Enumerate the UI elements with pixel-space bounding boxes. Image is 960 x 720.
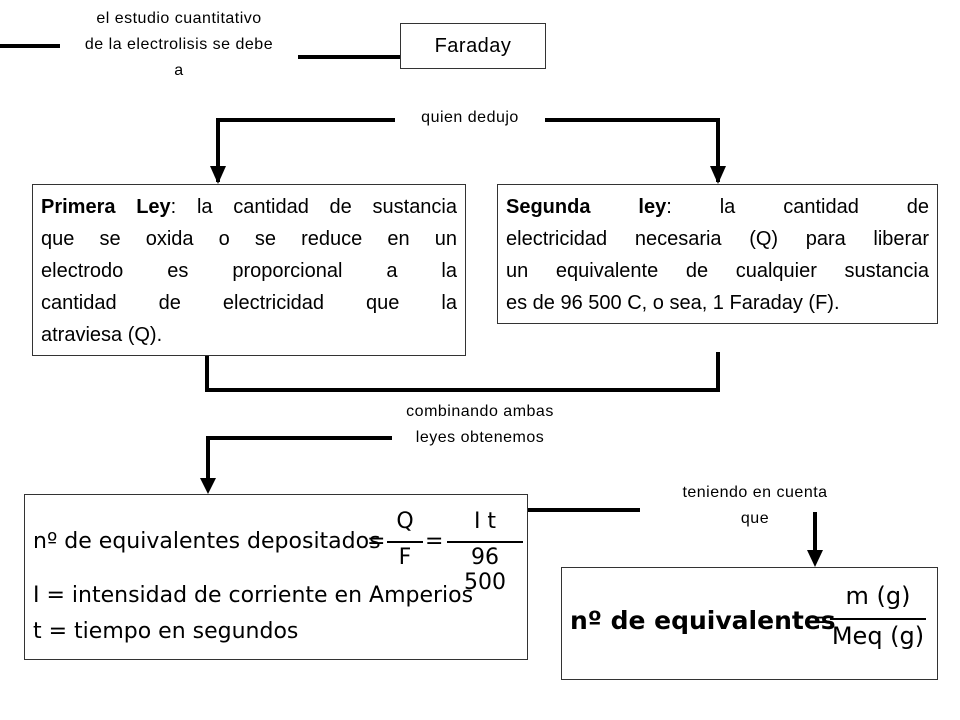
arrow-to-result — [807, 550, 823, 567]
top-label-line1: el estudio cuantitativo — [96, 10, 262, 27]
result-eq: = — [810, 608, 829, 633]
second-law-line2: electricidad necesaria (Q) para liberar — [506, 228, 929, 250]
first-law-box: Primera Ley: la cantidad de sustancia qu… — [32, 184, 466, 356]
formula-eq2: = — [425, 529, 444, 554]
arrow-to-formula — [200, 478, 216, 494]
first-law-text: Primera Ley: la cantidad de sustancia qu… — [33, 185, 465, 351]
arrow-to-second-law — [710, 166, 726, 184]
formula-line3: t = tiempo en segundos — [33, 619, 299, 644]
result-denominator: Meq (g) — [831, 622, 925, 650]
arrow-to-first-law — [210, 166, 226, 184]
frac2-numerator: I t — [473, 509, 497, 534]
line-to-result — [528, 508, 817, 552]
second-law-title: Segunda ley — [506, 196, 667, 218]
result-prefix: nº de equivalentes — [570, 606, 836, 635]
first-law-line2: que se oxida o se reduce en un — [41, 228, 457, 250]
top-label-line2: de la electrolisis se debe — [84, 36, 274, 53]
considering-label-line1: teniendo en cuenta — [682, 484, 828, 501]
frac1-bar — [387, 541, 423, 543]
second-law-line1: : la cantidad de — [666, 196, 930, 218]
frac2-bar — [447, 541, 523, 543]
result-box: nº de equivalentes = m (g) Meq (g) — [561, 567, 938, 680]
first-law-line4: cantidad de electricidad que la — [41, 292, 457, 314]
second-law-line3: un equivalente de cualquier sustancia — [506, 260, 929, 282]
result-bar — [830, 618, 926, 620]
combine-bracket — [205, 352, 720, 392]
frac2-denominator: 96 500 — [464, 545, 506, 595]
first-law-line1: : la cantidad de sustancia — [170, 196, 457, 218]
combine-label-line1: combinando ambas — [406, 403, 554, 420]
frac1-numerator: Q — [396, 509, 414, 534]
frac1-denominator: F — [398, 545, 412, 570]
considering-label: teniendo en cuenta que — [640, 480, 870, 532]
top-label-line3: a — [174, 62, 184, 79]
deduced-label: quien dedujo — [395, 105, 545, 131]
considering-label-line2: que — [740, 510, 770, 527]
first-law-line3: electrodo es proporcional a la — [41, 260, 457, 282]
combine-label-line2: leyes obtenemos — [415, 429, 545, 446]
line-to-faraday — [0, 44, 400, 59]
combine-label: combinando ambas leyes obtenemos — [380, 399, 580, 451]
second-law-text: Segunda ley: la cantidad de electricidad… — [498, 185, 937, 319]
formula-box: nº de equivalentes depositados = Q F = I… — [24, 494, 528, 660]
result-numerator: m (g) — [845, 582, 911, 610]
second-law-line4: es de 96 500 C, o sea, 1 Faraday (F). — [506, 292, 840, 314]
formula-eq1: = — [367, 529, 386, 554]
first-law-line5: atraviesa (Q). — [41, 324, 163, 346]
line-to-formula — [206, 436, 392, 478]
top-label: el estudio cuantitativo de la electrolis… — [58, 6, 300, 84]
formula-line1-prefix: nº de equivalentes depositados — [33, 529, 381, 554]
first-law-title: Primera Ley — [41, 196, 171, 218]
formula-line2: I = intensidad de corriente en Amperios — [33, 583, 474, 608]
faraday-box: Faraday — [400, 23, 546, 69]
split-bracket-top — [216, 118, 720, 182]
second-law-box: Segunda ley: la cantidad de electricidad… — [497, 184, 938, 324]
faraday-text: Faraday — [434, 35, 512, 57]
formula-line1: nº de equivalentes depositados — [33, 529, 381, 554]
